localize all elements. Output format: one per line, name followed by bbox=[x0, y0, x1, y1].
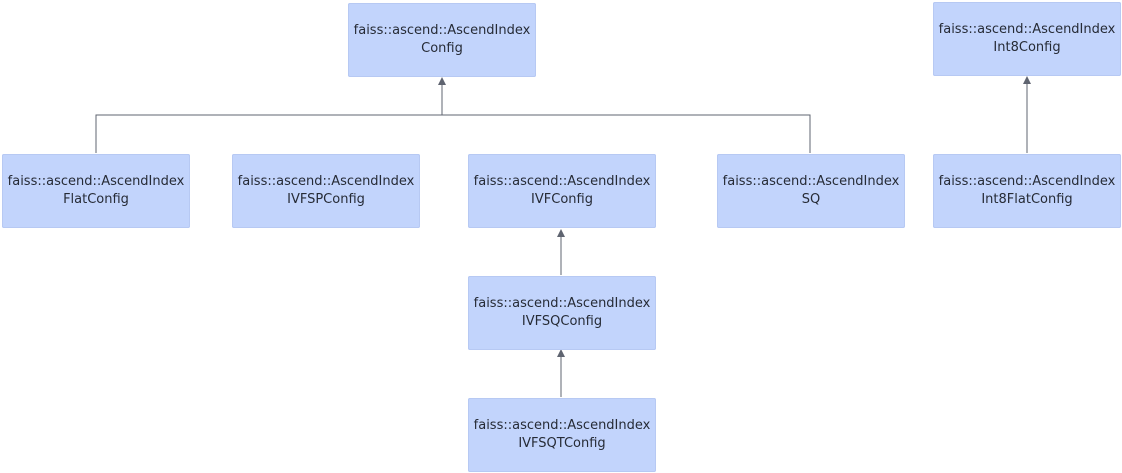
node-ascend-index-ivfsqt-config: faiss::ascend::AscendIndex IVFSQTConfig bbox=[468, 398, 656, 472]
node-label-line2: SQ bbox=[801, 192, 821, 207]
node-label-line1: faiss::ascend::AscendIndex bbox=[722, 174, 900, 189]
node-label-line1: faiss::ascend::AscendIndex bbox=[473, 296, 651, 311]
node-label-line1: faiss::ascend::AscendIndex bbox=[237, 174, 415, 189]
node-label-line1: faiss::ascend::AscendIndex bbox=[938, 174, 1116, 189]
node-ascend-index-ivf-config: faiss::ascend::AscendIndex IVFConfig bbox=[468, 154, 656, 228]
node-label-line2: IVFSPConfig bbox=[287, 192, 365, 207]
node-label-line1: faiss::ascend::AscendIndex bbox=[7, 174, 185, 189]
node-ascend-index-int8-config: faiss::ascend::AscendIndex Int8Config bbox=[933, 2, 1121, 76]
edge-sq-to-base bbox=[442, 114, 811, 153]
edge-flat-to-base bbox=[95, 114, 442, 153]
node-ascend-index-int8flat-config: faiss::ascend::AscendIndex Int8FlatConfi… bbox=[933, 154, 1121, 228]
node-label-line2: IVFConfig bbox=[531, 192, 593, 207]
node-label-line2: IVFSQTConfig bbox=[518, 436, 606, 451]
node-label-line2: IVFSQConfig bbox=[521, 314, 603, 329]
node-ascend-index-sq: faiss::ascend::AscendIndex SQ bbox=[717, 154, 905, 228]
node-label-line2: Int8FlatConfig bbox=[981, 192, 1073, 207]
node-label-line1: faiss::ascend::AscendIndex bbox=[473, 174, 651, 189]
node-ascend-index-ivfsq-config: faiss::ascend::AscendIndex IVFSQConfig bbox=[468, 276, 656, 350]
node-ascend-index-flat-config: faiss::ascend::AscendIndex FlatConfig bbox=[2, 154, 190, 228]
node-ascend-index-ivfsp-config: faiss::ascend::AscendIndex IVFSPConfig bbox=[232, 154, 420, 228]
node-ascend-index-config: faiss::ascend::AscendIndex Config bbox=[348, 3, 536, 77]
node-label-line1: faiss::ascend::AscendIndex bbox=[938, 22, 1116, 37]
node-label-line1: faiss::ascend::AscendIndex bbox=[353, 23, 531, 38]
node-label-line2: FlatConfig bbox=[63, 192, 129, 207]
node-label-line1: faiss::ascend::AscendIndex bbox=[473, 418, 651, 433]
node-label-line2: Int8Config bbox=[993, 40, 1061, 55]
node-label-line2: Config bbox=[421, 41, 463, 56]
